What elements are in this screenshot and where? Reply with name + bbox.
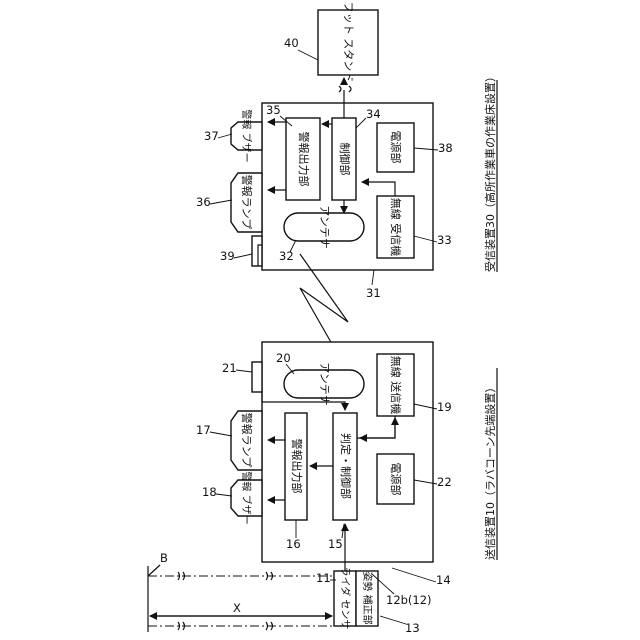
lead-37 [218, 134, 232, 138]
lidar-sensor-label: ライダ センサ [339, 567, 352, 630]
ref-16: 16 [286, 537, 301, 551]
transmitter-indicator-21 [252, 362, 262, 392]
receiver-power-label: 電源部 [389, 131, 403, 164]
receiver-antenna-label: アンテナ [318, 205, 331, 249]
receiver-buzzer-label: 警報 ブザー [240, 109, 253, 162]
ref-15: 15 [328, 537, 343, 551]
sensor-unit: ライダ センサ 姿勢 補正部 [334, 562, 378, 629]
receiver-device: 警報出力部 制御部 電源部 無線 受信機 アンテナ 警報 ブザー 警報ランプ [231, 78, 433, 270]
ref-34: 34 [366, 107, 381, 121]
ref-19: 19 [437, 400, 452, 414]
transmitter-device: 警報出力部 判定・制御部 無線 送信機 電源部 アンテナ 警報ランプ 警報 ブザ… [231, 342, 433, 562]
b-leader [148, 565, 160, 576]
ref-22: 22 [437, 475, 452, 489]
transmitter-control-label: 判定・制御部 [339, 433, 353, 499]
lead-18 [216, 494, 232, 496]
ref-32: 32 [279, 249, 294, 263]
ref-17: 17 [196, 423, 211, 437]
receiver-control-label: 制御部 [338, 143, 352, 176]
foot-stand-label: フット スタンド [342, 2, 355, 83]
ref-37: 37 [204, 129, 219, 143]
transmitter-alarm-output-label: 警報出力部 [290, 439, 304, 494]
receiver-lamp-label: 警報ランプ [240, 175, 254, 230]
lead-40 [298, 50, 318, 60]
ref-35: 35 [266, 103, 281, 117]
axis-label-x: X [233, 601, 241, 615]
lead-14 [392, 568, 436, 582]
ref-20: 20 [276, 351, 291, 365]
transmitter-radio-label: 無線 送信機 [389, 356, 403, 415]
ref-39: 39 [220, 249, 235, 263]
ref-14: 14 [436, 573, 451, 587]
transmitter-antenna-label: アンテナ [318, 362, 331, 406]
ref-12b: 12b(12) [386, 593, 432, 607]
break-marks [178, 572, 273, 630]
lead-39 [234, 254, 252, 258]
transmitter-buzzer-label: 警報 ブザー [240, 471, 253, 524]
transmitter-power-label: 電源部 [389, 463, 403, 496]
receiver-radio-label: 無線 受信機 [389, 198, 403, 257]
ref-36: 36 [196, 195, 211, 209]
lead-13 [380, 616, 406, 624]
receiver-break-mark [339, 86, 351, 92]
receiver-caption: 受信装置30（高所作業車の作業床設置） [483, 71, 497, 272]
axis-label-b: B [160, 551, 168, 565]
ref-11: 11 [316, 571, 331, 585]
lead-36 [210, 200, 232, 204]
lead-17 [210, 432, 232, 436]
transmitter-lamp-label: 警報ランプ [240, 413, 254, 468]
ref-40: 40 [284, 36, 299, 50]
ref-18: 18 [202, 485, 217, 499]
measurement-lines [148, 565, 334, 632]
transmitter-caption: 送信装置10（ラバコーン先端設置） [483, 382, 497, 560]
posture-correction-label: 姿勢 補正部 [361, 571, 374, 624]
lead-21 [236, 370, 252, 372]
ref-38: 38 [438, 141, 453, 155]
lead-31 [372, 270, 374, 285]
ref-13: 13 [405, 621, 420, 635]
ref-33: 33 [437, 233, 452, 247]
ref-31: 31 [366, 286, 381, 300]
receiver-alarm-output-label: 警報出力部 [297, 132, 311, 187]
ref-21: 21 [222, 361, 237, 375]
receiver-indicator-39 [252, 236, 262, 266]
